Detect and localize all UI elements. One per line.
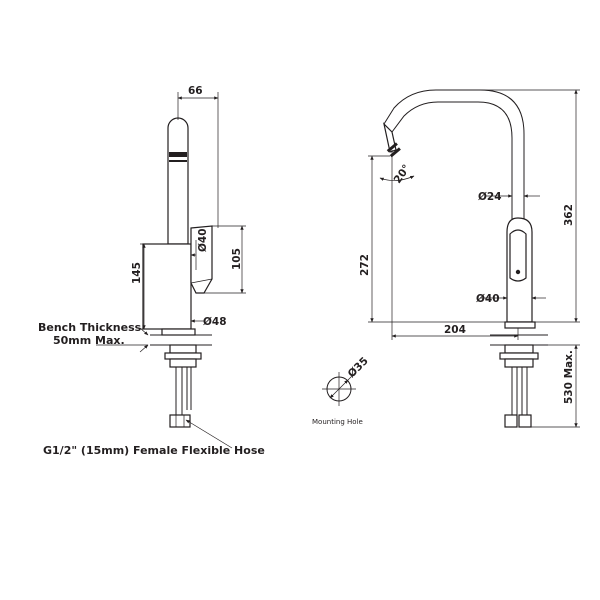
- front-hose-nut-left: [504, 414, 518, 428]
- front-view: 20° Ø24 Ø40 362 272 204 530 Max.: [359, 89, 580, 428]
- side-base: [161, 328, 196, 336]
- hose-label: G1/2" (15mm) Female Flexible Hose: [43, 444, 265, 457]
- dim-spout-height: 272: [359, 254, 371, 276]
- side-aerator: [169, 152, 187, 157]
- dim-top-width: 66: [188, 85, 203, 97]
- side-backnut: [169, 344, 197, 354]
- dim-below-bench: 530 Max.: [563, 350, 575, 404]
- mounting-hole-caption: Mounting Hole: [312, 418, 363, 426]
- dim-spout-dia: Ø24: [478, 191, 502, 203]
- bench-thickness-label: Bench Thickness: [38, 321, 142, 334]
- front-handle: [509, 229, 527, 282]
- dim-handle-dia: Ø40: [197, 228, 209, 252]
- side-view: 66 Ø40 105 145 Ø48 Bench Thickness 50mm …: [38, 85, 265, 457]
- side-riser: [167, 117, 189, 245]
- dim-base-dia: Ø48: [203, 316, 227, 328]
- front-base: [504, 321, 536, 329]
- dim-hole-dia: Ø35: [346, 355, 371, 380]
- bench-thickness-max: 50mm Max.: [53, 334, 125, 347]
- dim-total-height: 362: [563, 204, 575, 226]
- front-backnut: [504, 344, 534, 354]
- dim-spout-angle: 20°: [392, 163, 413, 186]
- dim-body-height: 145: [131, 262, 143, 284]
- front-hose-nut-right: [518, 414, 532, 428]
- mounting-hole: Ø35 Mounting Hole: [312, 355, 371, 426]
- dim-body-dia: Ø40: [476, 293, 500, 305]
- dim-reach: 204: [444, 324, 466, 336]
- side-body: [142, 243, 192, 330]
- front-spout: [391, 101, 513, 220]
- dim-handle-height: 105: [231, 248, 243, 270]
